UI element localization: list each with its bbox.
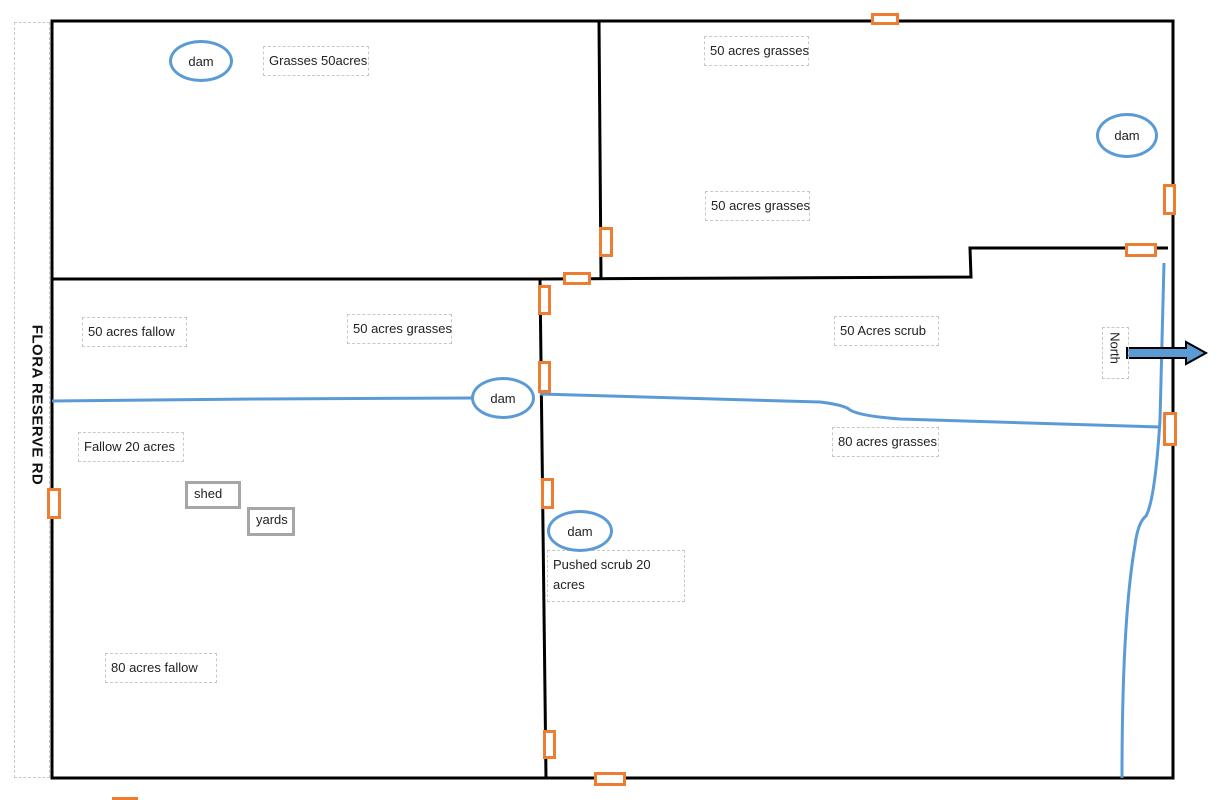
yards-building: yards xyxy=(247,507,295,536)
paddock-label: Pushed scrub 20 acres xyxy=(547,550,685,602)
creek-north-south xyxy=(1120,262,1166,779)
gate-marker xyxy=(599,227,613,257)
gate-marker xyxy=(1125,243,1157,257)
north-label: North xyxy=(1107,332,1123,364)
legend-gate-swatch xyxy=(112,797,138,800)
dam-marker: dam xyxy=(169,40,233,82)
gate-marker xyxy=(594,772,626,786)
north-box xyxy=(1102,327,1129,379)
gate-marker xyxy=(538,361,551,393)
gate-marker xyxy=(47,488,61,519)
dam-marker: dam xyxy=(471,377,535,419)
creek-west xyxy=(51,396,473,403)
shed-building: shed xyxy=(185,481,241,509)
paddock-label: 50 Acres scrub xyxy=(834,316,939,346)
dam-marker: dam xyxy=(1096,113,1158,158)
gate-marker xyxy=(543,730,556,759)
fence-lower-divider xyxy=(538,278,548,779)
paddock-label: 50 acres grasses xyxy=(347,314,452,344)
paddock-label: 80 acres grasses xyxy=(832,427,939,457)
road-box xyxy=(14,22,50,778)
creek-east xyxy=(539,392,1161,429)
paddock-label: 80 acres fallow xyxy=(105,653,217,683)
dam-marker: dam xyxy=(547,510,613,552)
gate-marker xyxy=(563,272,591,285)
paddock-label: 50 acres grasses xyxy=(705,191,810,221)
gate-marker xyxy=(541,478,554,509)
paddock-label: 50 acres fallow xyxy=(82,317,187,347)
gate-marker xyxy=(538,285,551,315)
paddock-label: Fallow 20 acres xyxy=(78,432,184,462)
gate-marker xyxy=(871,13,899,25)
north-arrow-icon xyxy=(1126,340,1209,366)
gate-marker xyxy=(1163,184,1176,215)
gate-marker xyxy=(1163,412,1177,446)
fence-middle-horizontal xyxy=(52,246,1168,281)
road-label: FLORA RESERVE RD xyxy=(28,324,46,486)
paddock-label: Grasses 50acres xyxy=(263,46,369,76)
paddock-label: 50 acres grasses xyxy=(704,36,809,66)
